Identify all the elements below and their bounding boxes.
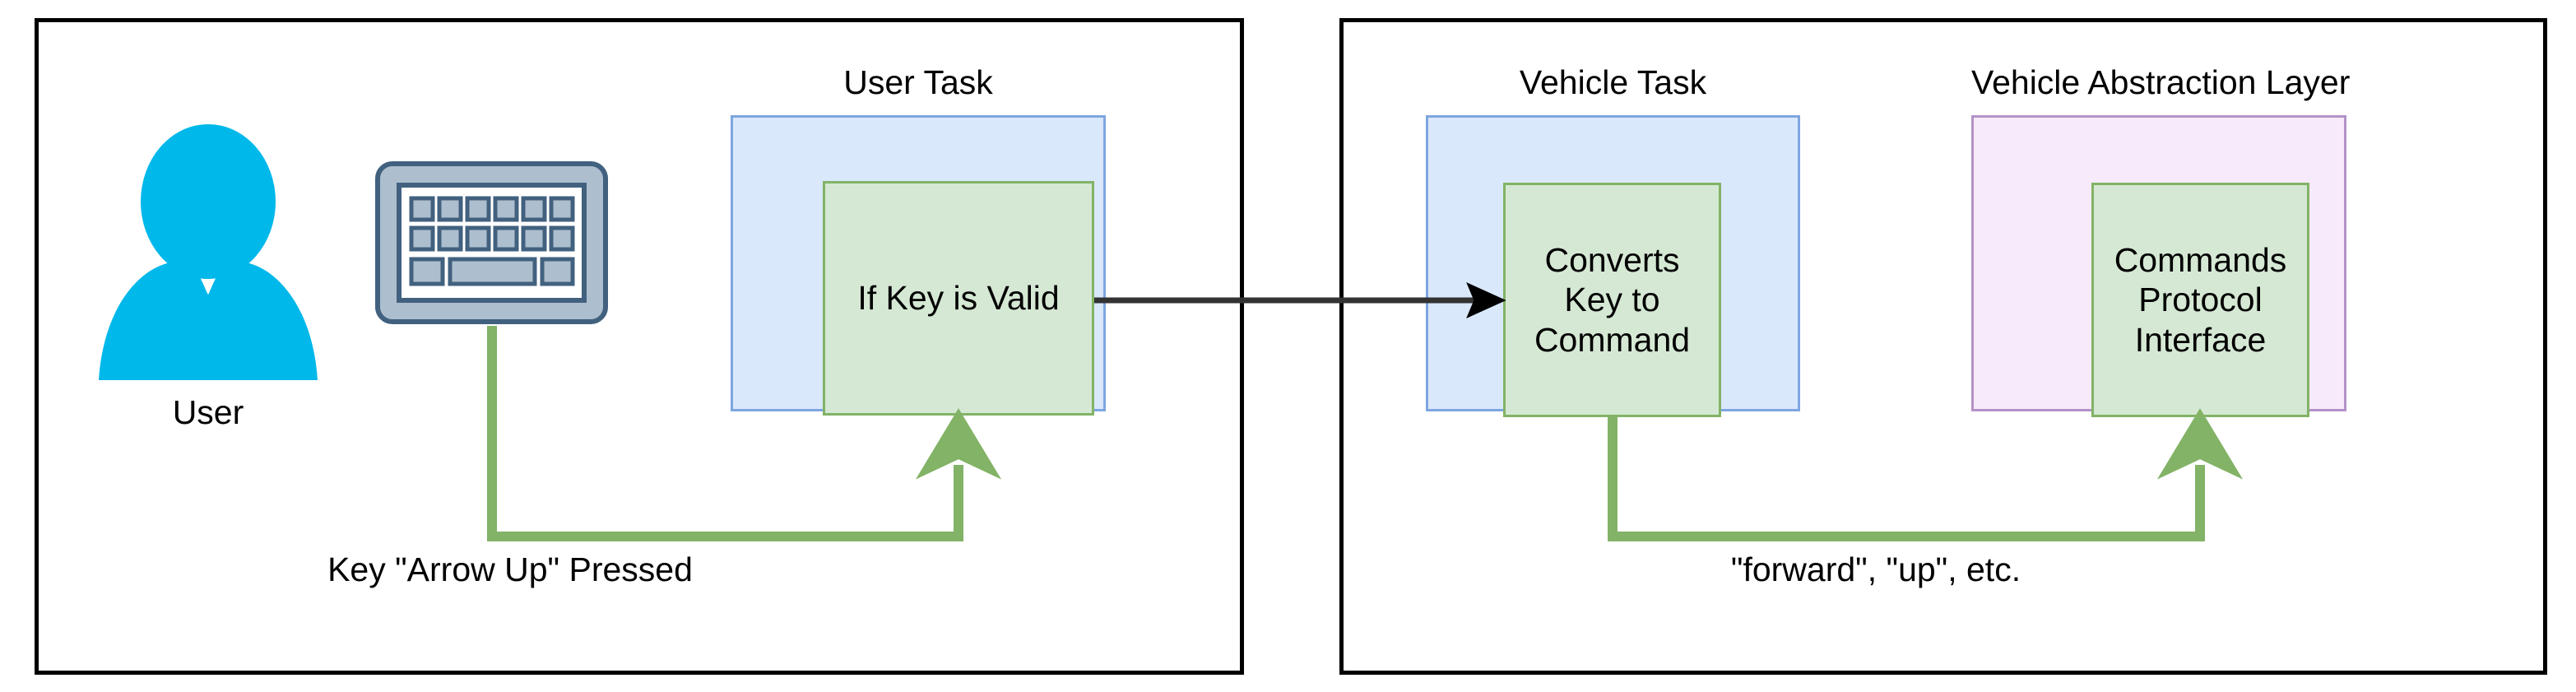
edge-label-key-arrow-up-pressed: Key "Arrow Up" Pressed	[327, 550, 693, 588]
process-commands-protocol-interface: Commands Protocol Interface	[2091, 183, 2309, 417]
process-line: Converts	[1544, 240, 1680, 279]
process-line: Key to	[1564, 281, 1660, 319]
panel-title-user-task: User Task	[843, 63, 993, 101]
panel-title-vehicle-abstraction-layer: Vehicle Abstraction Layer	[1971, 63, 2351, 101]
process-line: Interface	[2134, 320, 2267, 359]
edge-label-forward-up-etc: "forward", "up", etc.	[1730, 550, 2021, 588]
user-person-icon	[89, 123, 327, 387]
panel-title-vehicle-task: Vehicle Task	[1519, 63, 1707, 101]
process-if-key-is-valid: If Key is Valid	[823, 181, 1094, 416]
keyboard-icon	[374, 160, 609, 325]
process-line: Commands	[2114, 240, 2287, 279]
process-converts-key-to-command: Converts Key to Command	[1503, 183, 1721, 417]
user-icon-label: User	[172, 393, 244, 431]
process-line: Command	[1534, 320, 1691, 359]
process-line: Protocol	[2138, 281, 2263, 319]
